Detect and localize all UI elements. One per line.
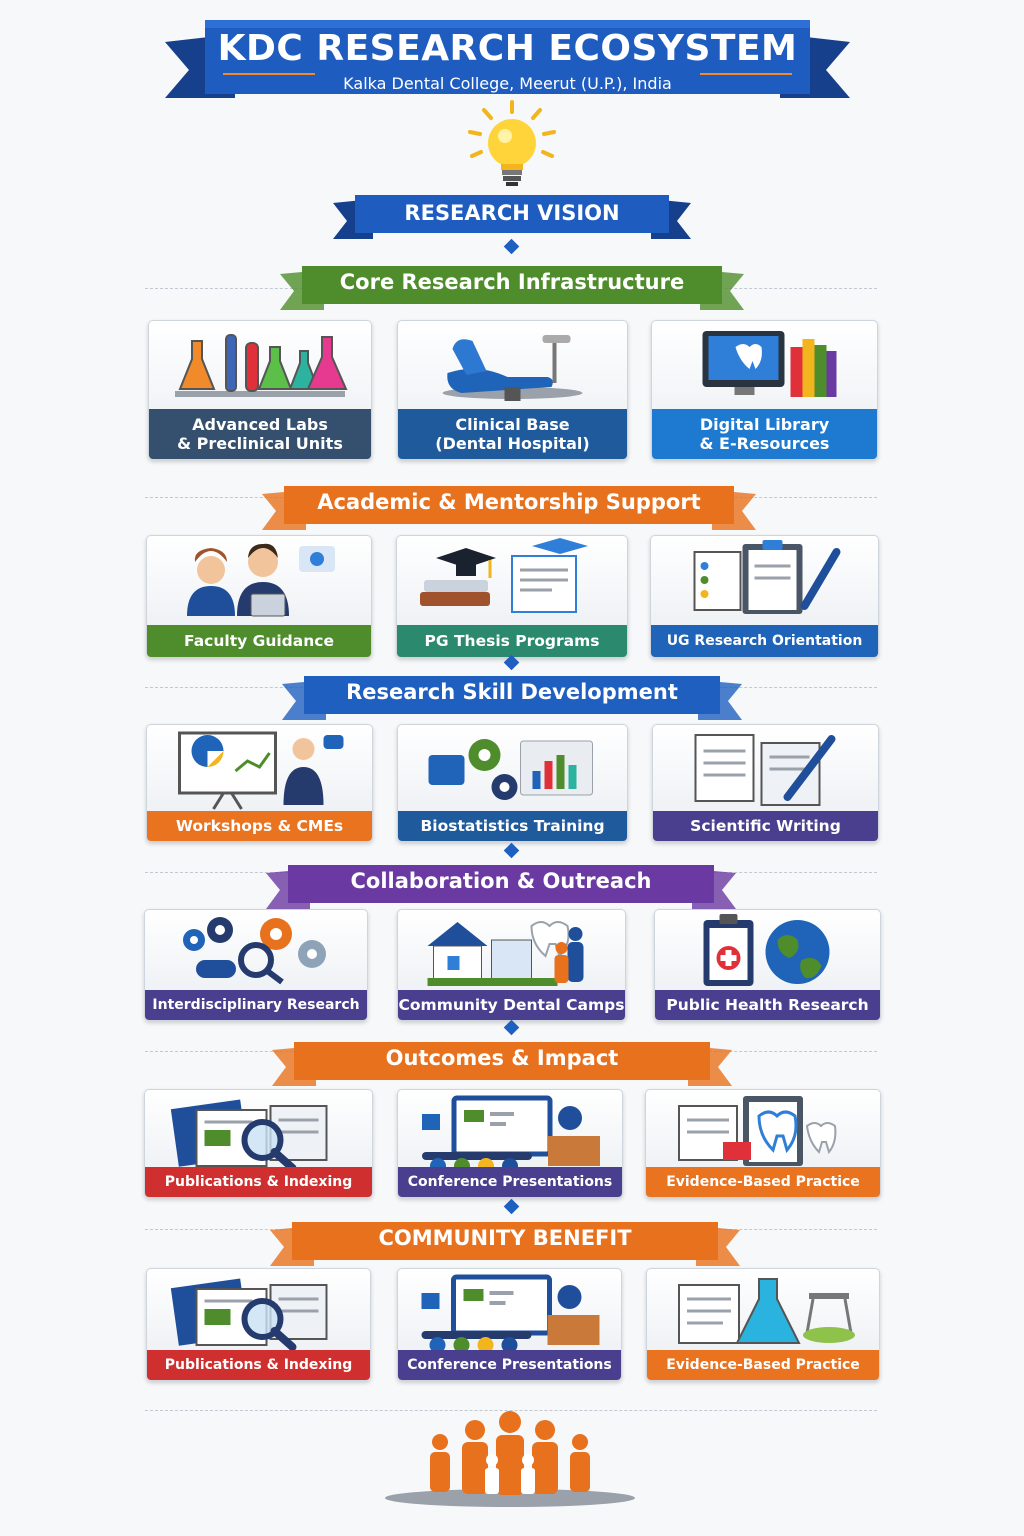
research-card[interactable]: Evidence-Based Practice [645,1089,881,1198]
card-label: Biostatistics Training [398,811,627,841]
graduation-books-icon [420,538,588,613]
card-label: Digital Library & E-Resources [652,409,877,459]
documents-pen-icon [694,734,836,806]
clipboard-pen-icon [693,540,841,614]
section-banner: Collaboration & Outreach [266,863,736,909]
mentor-people-icon [187,543,335,617]
journal-magnifier-icon [170,1278,328,1350]
research-card[interactable]: Advanced Labs & Preclinical Units [148,320,372,460]
research-card[interactable]: Faculty Guidance [146,535,372,658]
clipboard-tooth-icon [678,1096,837,1166]
card-label-line2: (Dental Hospital) [435,434,590,453]
section-divider [145,1410,877,1411]
card-label: Interdisciplinary Research [145,990,367,1020]
dental-chair-icon [442,335,583,401]
research-card[interactable]: Publications & Indexing [144,1089,373,1198]
gears-magnifier-icon [183,917,326,985]
research-card[interactable]: Clinical Base (Dental Hospital) [397,320,628,460]
card-label-line1: Evidence-Based Practice [666,1173,860,1190]
card-label-line1: Digital Library [699,414,830,434]
section-label: Academic & Mentorship Support [317,490,701,514]
card-label: Scientific Writing [653,811,878,841]
conference-icon [421,1274,600,1350]
clipboard-globe-icon [703,914,830,986]
card-label-line1: UG Research Orientation [666,632,863,649]
research-card[interactable]: Workshops & CMEs [146,724,373,842]
card-label-line2: & Preclinical Units [177,434,343,453]
section-label: Core Research Infrastructure [339,270,685,294]
research-card[interactable]: Public Health Research [654,909,881,1021]
vision-banner: RESEARCH VISION [333,193,691,241]
card-label-line1: Public Health Research [666,995,869,1014]
card-label-line1: Scientific Writing [690,816,841,835]
header-banner: KDC RESEARCH ECOSYSTEM Kalka Dental Coll… [165,14,850,100]
gears-chart-icon [428,739,593,800]
card-label: Publications & Indexing [145,1167,372,1197]
card-label: Conference Presentations [398,1167,622,1197]
card-label: Publications & Indexing [147,1350,370,1380]
research-card[interactable]: Evidence-Based Practice [646,1268,880,1381]
card-label: Workshops & CMEs [147,811,372,841]
section-banner: Research Skill Development [282,674,742,720]
card-label-line1: Biostatistics Training [420,816,605,835]
card-label-line1: Publications & Indexing [164,1356,353,1373]
page-title: KDC RESEARCH ECOSYSTEM [217,28,798,69]
connector-diamond [503,238,520,255]
card-label-line1: Conference Presentations [407,1173,613,1190]
page-subtitle: Kalka Dental College, Meerut (U.P.), Ind… [343,74,672,93]
card-label-line1: Publications & Indexing [164,1173,353,1190]
card-label-line2: & E-Resources [699,434,830,453]
section-banner: Outcomes & Impact [272,1040,732,1086]
section-label: COMMUNITY BENEFIT [378,1226,632,1250]
conference-icon [422,1095,600,1167]
research-card[interactable]: Interdisciplinary Research [144,909,368,1021]
card-label: Conference Presentations [398,1350,621,1380]
card-label: Public Health Research [655,990,880,1020]
card-label-line1: Evidence-Based Practice [666,1356,860,1373]
presentation-icon [178,731,344,810]
section-label: Research Skill Development [346,680,678,704]
section-label: Outcomes & Impact [385,1046,619,1070]
card-label: Community Dental Camps [398,990,625,1020]
research-card[interactable]: Conference Presentations [397,1089,623,1198]
card-label: Clinical Base (Dental Hospital) [398,409,627,459]
card-label: UG Research Orientation [651,625,878,657]
card-label-line1: Clinical Base [455,414,570,434]
section-banner: COMMUNITY BENEFIT [270,1220,740,1266]
card-label: Advanced Labs & Preclinical Units [149,409,371,459]
research-card[interactable]: Biostatistics Training [397,724,628,842]
research-card[interactable]: Community Dental Camps [397,909,626,1021]
research-card[interactable]: Digital Library & E-Resources [651,320,878,460]
card-label-line1: Advanced Labs [192,414,328,434]
card-label-line1: Community Dental Camps [398,995,625,1014]
connector-diamond [503,1198,520,1215]
research-card[interactable]: Scientific Writing [652,724,879,842]
lightbulb-icon [468,100,556,186]
card-label-line1: PG Thesis Programs [424,631,600,650]
research-card[interactable]: Publications & Indexing [146,1268,371,1381]
vision-label: RESEARCH VISION [404,201,620,225]
card-label-line1: Workshops & CMEs [175,816,344,835]
research-card[interactable]: Conference Presentations [397,1268,622,1381]
connector-diamond [503,842,520,859]
section-banner: Academic & Mentorship Support [262,484,756,530]
card-label: PG Thesis Programs [397,625,627,657]
community-people-icon [385,1411,635,1507]
connector-diamond [503,1019,520,1036]
card-label: Faculty Guidance [147,625,371,657]
digital-library-icon [702,331,837,397]
house-tooth-icon [427,921,584,986]
lab-flasks-icon [175,334,348,397]
card-label: Evidence-Based Practice [647,1350,879,1380]
card-label: Evidence-Based Practice [646,1167,880,1197]
card-label-line1: Conference Presentations [407,1356,612,1373]
research-card[interactable]: PG Thesis Programs [396,535,628,658]
research-card[interactable]: UG Research Orientation [650,535,879,658]
clipboard-flask-icon [678,1278,855,1344]
card-label-line1: Faculty Guidance [184,631,334,650]
card-label-line1: Interdisciplinary Research [152,996,360,1013]
section-banner: Core Research Infrastructure [280,264,744,310]
journal-magnifier-icon [170,1099,328,1167]
section-label: Collaboration & Outreach [350,869,652,893]
